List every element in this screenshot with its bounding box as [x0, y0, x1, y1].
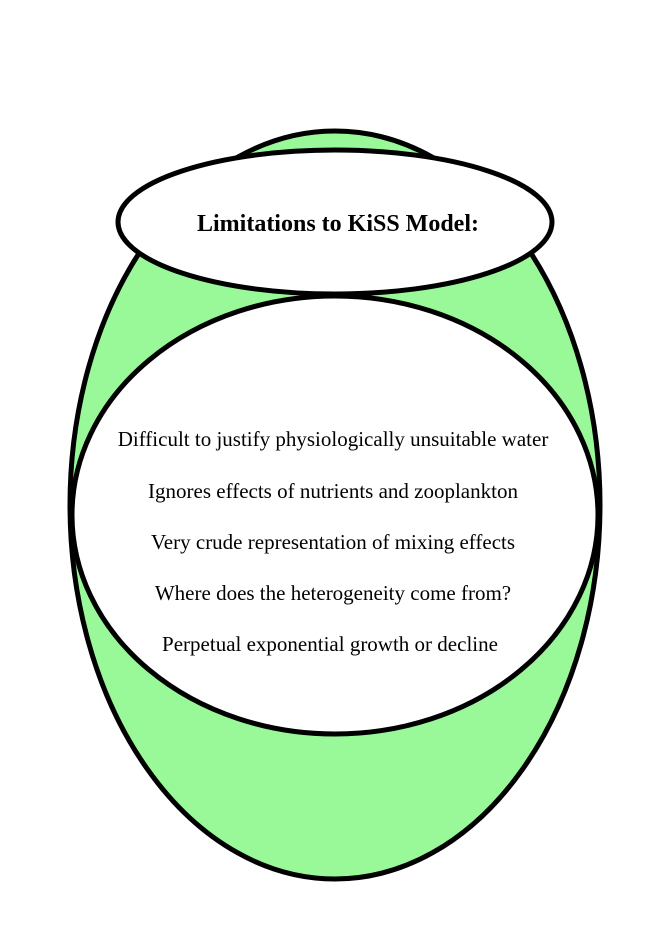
list-ellipse: [69, 293, 601, 737]
limitation-item-5: Perpetual exponential growth or decline: [162, 632, 498, 656]
limitation-item-3: Very crude representation of mixing effe…: [151, 530, 515, 554]
limitation-item-2: Ignores effects of nutrients and zooplan…: [148, 479, 518, 503]
diagram-title: Limitations to KiSS Model:: [197, 211, 479, 237]
limitation-item-1: Difficult to justify physiologically uns…: [118, 427, 549, 451]
limitation-item-4: Where does the heterogeneity come from?: [155, 581, 511, 605]
title-ellipse: [115, 147, 555, 297]
